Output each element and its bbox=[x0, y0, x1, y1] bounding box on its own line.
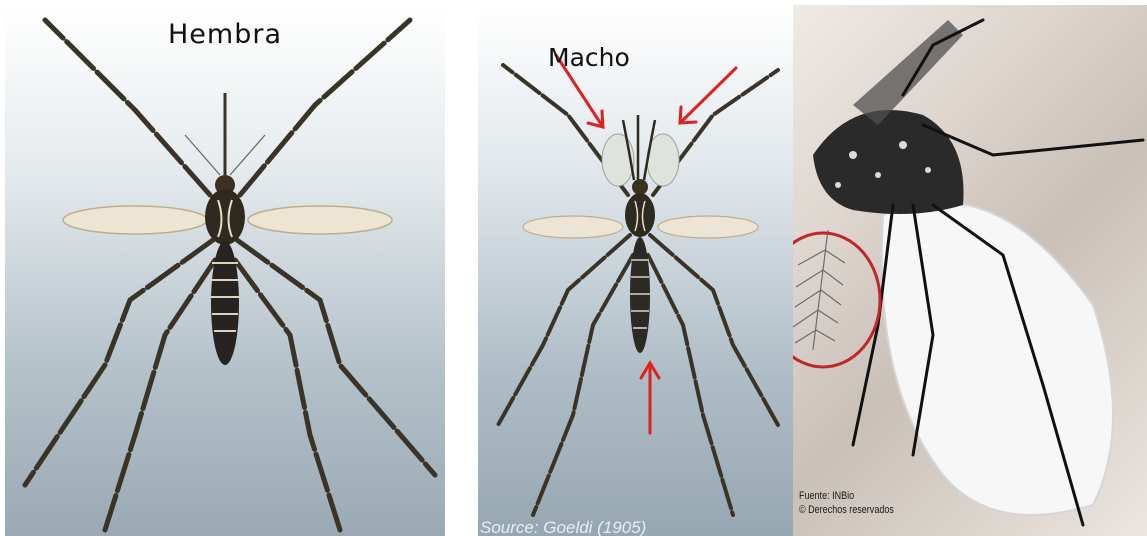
mosquito-photo bbox=[793, 5, 1147, 536]
female-mosquito-illustration bbox=[5, 5, 445, 536]
credit-rights: © Derechos reservados bbox=[799, 503, 894, 517]
male-mosquito-panel: Macho Source: Goeldi (1905) bbox=[478, 5, 793, 536]
female-title: Hembra bbox=[5, 19, 445, 50]
male-mosquito-illustration bbox=[478, 5, 793, 536]
photo-credit: Fuente: INBio © Derechos reservados bbox=[799, 489, 894, 517]
male-title: Macho bbox=[548, 43, 630, 72]
credit-source: Fuente: INBio bbox=[799, 489, 894, 503]
mosquito-photo-panel: Fuente: INBio © Derechos reservados bbox=[793, 5, 1147, 536]
source-caption: Source: Goeldi (1905) bbox=[480, 518, 646, 536]
female-mosquito-panel: Hembra bbox=[5, 5, 445, 536]
